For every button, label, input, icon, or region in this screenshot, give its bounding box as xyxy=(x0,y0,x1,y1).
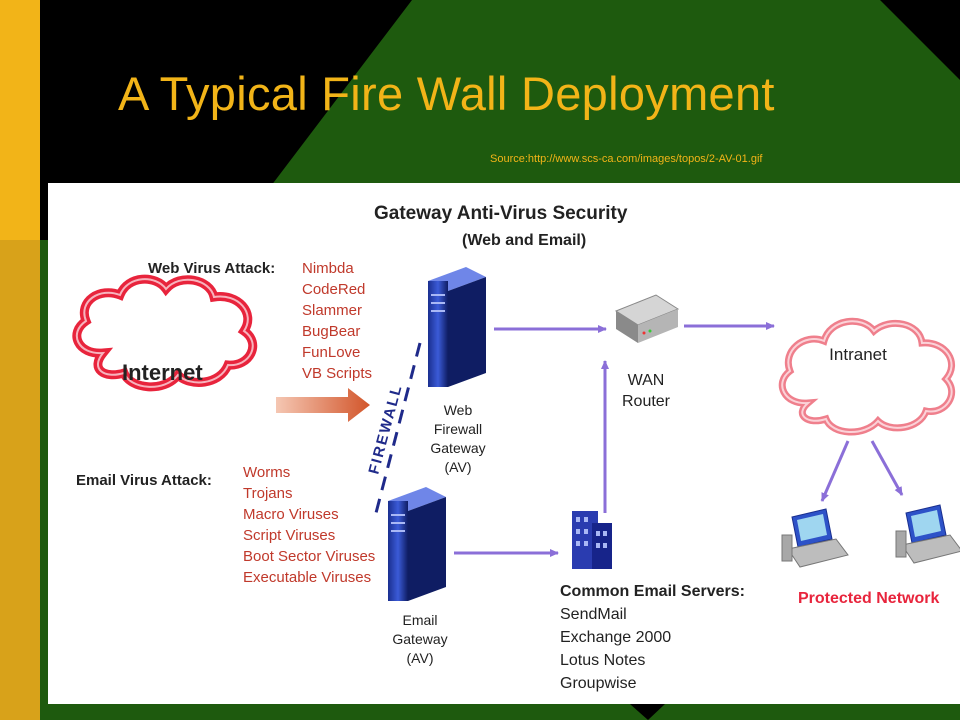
sidebar-gold-bar xyxy=(0,240,40,720)
web-virus-item: FunLove xyxy=(302,344,360,361)
email-gateway-server-icon xyxy=(388,487,446,601)
email-gateway-label: (AV) xyxy=(407,650,434,666)
wan-router-icon xyxy=(614,294,680,343)
intranet-cloud-icon xyxy=(778,317,955,436)
bottom-notch xyxy=(630,704,665,720)
email-virus-item: Script Viruses xyxy=(243,527,335,544)
email-server-item: Lotus Notes xyxy=(560,652,645,669)
web-gateway-server-icon xyxy=(428,267,486,387)
arrow-intranet-to-pc1 xyxy=(820,440,850,502)
attack-arrow-icon xyxy=(276,388,370,422)
intranet-label: Intranet xyxy=(829,345,887,364)
diagram-subtitle: (Web and Email) xyxy=(462,232,586,249)
internet-cloud-icon xyxy=(72,274,258,392)
protected-network-label: Protected Network xyxy=(798,590,939,607)
web-virus-item: Nimbda xyxy=(302,260,354,277)
diagram-title: Gateway Anti-Virus Security xyxy=(374,203,628,224)
web-gateway-label: Firewall xyxy=(434,421,482,437)
web-virus-item: BugBear xyxy=(302,323,360,340)
sidebar-yellow-bar xyxy=(0,0,40,240)
email-gateway-label: Gateway xyxy=(392,631,447,647)
router-label: Router xyxy=(622,393,671,410)
firewall-diagram: Gateway Anti-Virus Security (Web and Ema… xyxy=(72,203,960,692)
firewall-label: FIREWALL xyxy=(365,382,405,476)
web-gateway-label: Web xyxy=(444,402,473,418)
internet-label: Internet xyxy=(122,360,203,385)
page-title: A Typical Fire Wall Deployment xyxy=(118,67,775,120)
email-servers-building-icon xyxy=(572,511,612,569)
web-gateway-label: (AV) xyxy=(445,459,472,475)
email-virus-item: Trojans xyxy=(243,485,292,502)
email-virus-item: Executable Viruses xyxy=(243,569,371,586)
firewall-line-icon xyxy=(374,342,422,514)
email-server-item: SendMail xyxy=(560,606,627,623)
web-attack-heading: Web Virus Attack: xyxy=(148,260,275,277)
email-virus-item: Boot Sector Viruses xyxy=(243,548,375,565)
web-virus-list: Nimbda CodeRed Slammer BugBear FunLove V… xyxy=(302,260,372,382)
arrow-intranet-to-pc2 xyxy=(870,440,904,496)
email-virus-item: Worms xyxy=(243,464,290,481)
computer-icon xyxy=(781,508,849,568)
email-server-item: Groupwise xyxy=(560,675,637,692)
web-virus-item: Slammer xyxy=(302,302,362,319)
router-label: WAN xyxy=(628,372,665,389)
web-gateway-label: Gateway xyxy=(430,440,485,456)
flow-arrows xyxy=(454,322,904,557)
email-virus-item: Macro Viruses xyxy=(243,506,339,523)
source-caption: Source:http://www.scs-ca.com/images/topo… xyxy=(490,153,763,165)
email-servers-heading: Common Email Servers: xyxy=(560,583,745,600)
email-server-item: Exchange 2000 xyxy=(560,629,671,646)
email-gateway-label: Email xyxy=(402,612,437,628)
web-virus-item: VB Scripts xyxy=(302,365,372,382)
email-attack-heading: Email Virus Attack: xyxy=(76,472,212,489)
email-virus-list: Worms Trojans Macro Viruses Script Virus… xyxy=(243,464,375,586)
diagram-panel: Gateway Anti-Virus Security (Web and Ema… xyxy=(48,183,960,704)
web-virus-item: CodeRed xyxy=(302,281,365,298)
computer-icon xyxy=(895,504,960,564)
